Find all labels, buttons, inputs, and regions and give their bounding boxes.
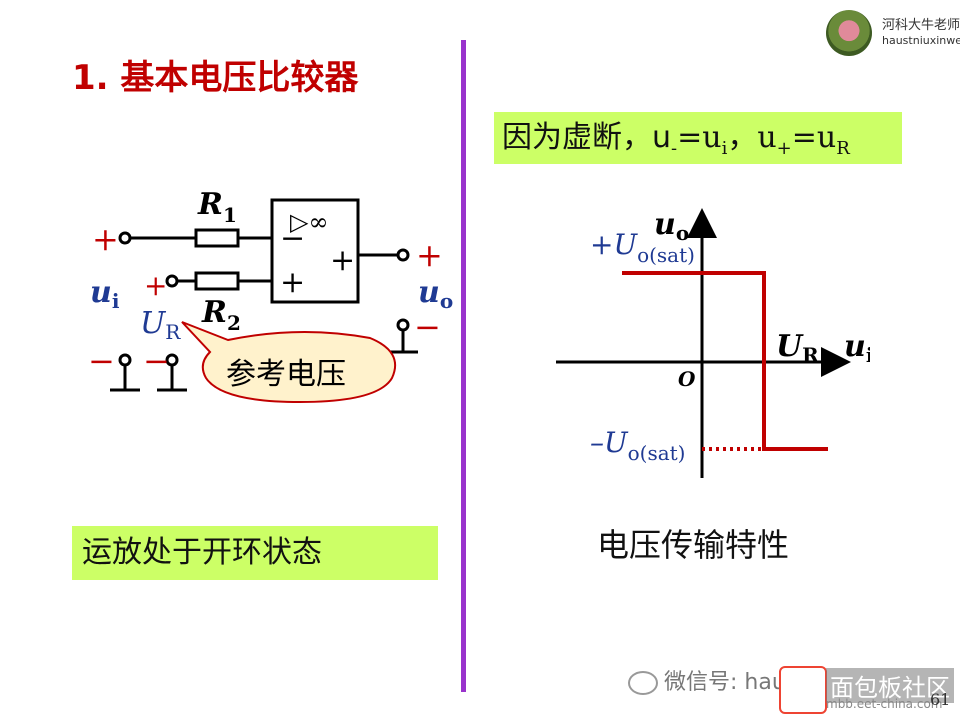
ur-label: UR [140,306,181,344]
opamp-minus-input: − [280,221,305,256]
opamp-body [270,198,360,304]
ui-plus-sign: + [92,220,119,258]
virtual-break-i: i [721,138,728,159]
ur-minus-sign: − [143,342,170,380]
wechat-text: 微信号: hau [664,670,786,695]
watermark-text: 面包板社区 [826,668,954,703]
origin-label: O [678,367,696,391]
resistor-r1 [194,228,240,248]
page-title: 1. 基本电压比较器 [72,58,359,98]
r1-label: R1 [197,187,237,227]
virtual-break-minus: - [671,138,678,159]
terminal-ur-plus [165,274,179,288]
watermark-logo-icon [779,666,827,714]
transfer-curve [622,271,828,451]
opamp-plus-input: + [280,265,305,300]
ur-threshold-label: UR [776,329,819,367]
terminal-ui-minus [118,353,132,367]
r2-label: R2 [201,295,241,335]
neg-sat-label: –Uo(sat) [590,426,685,465]
opamp-output-sign: + [330,243,355,278]
ui-label: ui [90,275,120,313]
callout-text: 参考电压 [226,357,346,392]
watermark-sub: mbb.eet-china.com [826,697,943,711]
transfer-graph: uo ui O UR +Uo(sat) –Uo(sat) [556,207,870,478]
opamp-symbol: ▷∞ [290,208,328,236]
page-number: 61 [930,690,951,709]
resistor-r2 [194,271,240,291]
uo-label: uo [418,275,453,313]
virtual-break-eq1: =u [677,120,722,155]
uo-plus-sign: + [416,236,443,274]
vertical-divider [461,40,466,692]
virtual-break-note: 因为虚断，u-=ui，u+=uR [494,112,902,164]
virtual-break-plus: + [776,138,792,159]
virtual-break-sep: ，u [727,120,777,155]
uo-minus-sign: − [414,308,441,346]
open-loop-note: 运放处于开环状态 [72,526,438,580]
wechat-icon [628,671,658,695]
terminal-uo-plus [396,248,410,262]
terminal-uo-minus [396,318,410,332]
x-axis-label: ui [844,329,870,367]
brand-name: 河科大牛老师 [882,18,960,33]
open-loop-text: 运放处于开环状态 [82,535,322,570]
avatar [826,10,872,56]
y-axis-label: uo [654,207,689,245]
virtual-break-eq2: =u [791,120,837,155]
terminal-ui-plus [118,231,132,245]
pos-sat-label: +Uo(sat) [590,228,695,267]
ur-plus-sign: + [144,269,167,302]
callout-bubble [181,321,397,404]
wechat-id: 微信号: hau [628,664,786,696]
comparator-circuit: R1 R2 ▷∞ − + + + + + − − − ui uo UR 参考电压 [88,187,453,404]
virtual-break-r: R [836,138,850,159]
ui-minus-sign: − [88,342,115,380]
brand-handle: haustniuxinwen [882,34,960,47]
transfer-caption: 电压传输特性 [597,526,790,564]
virtual-break-main: 因为虚断，u [502,120,672,155]
